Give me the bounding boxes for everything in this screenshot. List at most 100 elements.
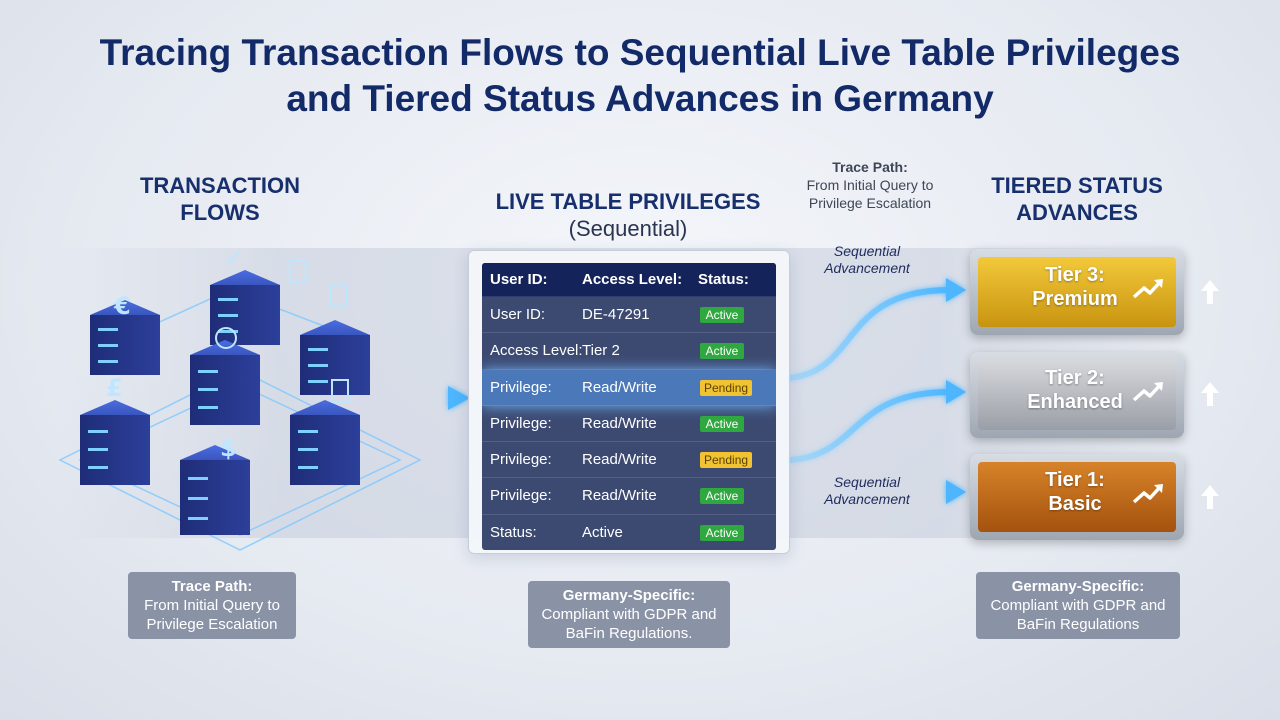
tier-3-line-1: Tier 3: xyxy=(1045,264,1105,286)
row-value: Read/Write xyxy=(582,487,657,505)
row-value: Read/Write xyxy=(582,414,657,432)
shield-check-icon xyxy=(215,327,237,349)
tiered-status-heading-line-2: ADVANCES xyxy=(1016,200,1138,225)
status-badge: Active xyxy=(700,488,744,505)
up-arrow-icon xyxy=(1201,485,1219,509)
tier-1-line-2: Basic xyxy=(1048,493,1102,515)
server-stack-1 xyxy=(90,300,160,375)
right-caption-line-2: BaFin Regulations xyxy=(1016,616,1140,633)
tier-2-label: Tier 2: Enhanced xyxy=(1000,366,1150,414)
row-field: Privilege: xyxy=(490,414,552,432)
table-header-row: User ID: Access Level: Status: xyxy=(482,263,776,297)
status-badge: Active xyxy=(700,343,744,360)
status-badge: Active xyxy=(700,415,744,432)
dollar-icon: $ xyxy=(220,434,237,462)
row-field: Privilege: xyxy=(490,451,552,469)
tier-1-label: Tier 1: Basic xyxy=(1000,468,1150,516)
transaction-flows-heading: TRANSACTION FLOWS xyxy=(110,172,330,226)
transaction-flows-heading-line-2: FLOWS xyxy=(180,200,260,225)
tier-2-line-1: Tier 2: xyxy=(1045,367,1105,389)
seq-bottom-line-2: Advancement xyxy=(824,491,910,507)
tier-3-card[interactable]: Tier 3: Premium xyxy=(970,249,1184,335)
row-field: Privilege: xyxy=(490,487,552,505)
server-stack-3 xyxy=(300,320,370,395)
live-table-privileges-heading: LIVE TABLE PRIVILEGES (Sequential) xyxy=(468,188,788,242)
left-caption-line-2: Privilege Escalation xyxy=(146,616,278,633)
trend-up-icon xyxy=(1132,484,1163,504)
seq-bottom-line-1: Sequential xyxy=(833,474,901,490)
row-field: Status: xyxy=(490,523,537,541)
status-badge: Active xyxy=(700,307,744,323)
tiered-status-heading-line-1: TIERED STATUS xyxy=(991,173,1163,198)
tier-1-card[interactable]: Tier 1: Basic xyxy=(970,454,1184,540)
document-icon-3 xyxy=(331,379,349,403)
row-value: Read/Write xyxy=(582,451,657,469)
tier-3-label: Tier 3: Premium xyxy=(1000,263,1150,311)
title-line-1: Tracing Transaction Flows to Sequential … xyxy=(99,32,1181,73)
table-row-highlighted[interactable]: Privilege: Read/Write Pending xyxy=(482,369,776,406)
middle-caption-line-2: BaFin Regulations. xyxy=(565,625,693,642)
status-badge: Active xyxy=(700,524,744,541)
middle-caption-line-1: Compliant with GDPR and xyxy=(541,606,717,623)
server-stack-2 xyxy=(210,270,280,345)
trace-path-line-2: Privilege Escalation xyxy=(808,195,932,211)
tier-3-line-2: Premium xyxy=(1032,288,1118,310)
page-title: Tracing Transaction Flows to Sequential … xyxy=(0,30,1280,122)
table-row[interactable]: Access Level: Tier 2 Active xyxy=(482,333,776,370)
table-row[interactable]: Status: Active Active xyxy=(482,515,776,550)
up-arrow-icon xyxy=(1201,280,1219,304)
arrowhead-mid xyxy=(946,380,966,404)
row-value: Tier 2 xyxy=(582,342,620,360)
trace-path-label: Trace Path: From Initial Query to Privil… xyxy=(790,158,950,212)
row-value: Active xyxy=(582,523,623,541)
right-caption-title: Germany-Specific: xyxy=(1011,578,1145,595)
row-value: DE-47291 xyxy=(582,306,650,323)
trend-up-icon xyxy=(1132,382,1163,402)
header-access-level: Access Level: xyxy=(582,271,683,288)
right-caption: Germany-Specific: Compliant with GDPR an… xyxy=(976,572,1180,639)
flow-curve-mid xyxy=(787,389,953,463)
middle-caption: Germany-Specific: Compliant with GDPR an… xyxy=(528,581,730,648)
up-arrow-icon xyxy=(1201,382,1219,406)
left-caption: Trace Path: From Initial Query to Privil… xyxy=(128,572,296,639)
arrowhead-top xyxy=(946,278,966,302)
document-icon-2 xyxy=(329,284,347,308)
tier-1-line-1: Tier 1: xyxy=(1045,469,1105,491)
transaction-flows-heading-line-1: TRANSACTION xyxy=(139,173,301,198)
server-cluster: € £ $ ✓ xyxy=(58,244,422,551)
seq-top-line-2: Advancement xyxy=(824,260,910,276)
tier-2-line-2: Enhanced xyxy=(1027,391,1123,413)
document-icon xyxy=(289,259,307,283)
check-icon: ✓ xyxy=(224,244,244,272)
server-stack-7 xyxy=(180,445,250,535)
euro-icon: € xyxy=(113,292,131,320)
table-row[interactable]: Privilege: Read/Write Active xyxy=(482,478,776,515)
middle-caption-title: Germany-Specific: xyxy=(562,587,696,604)
tier-1-face xyxy=(978,462,1176,532)
arrowhead-bottom xyxy=(946,480,966,504)
tier-2-face xyxy=(978,360,1176,430)
table-row[interactable]: Privilege: Read/Write Active xyxy=(482,406,776,443)
row-value: Read/Write xyxy=(582,378,657,396)
row-field: Privilege: xyxy=(490,378,552,396)
tier-2-card[interactable]: Tier 2: Enhanced xyxy=(970,352,1184,438)
title-line-2: and Tiered Status Advances in Germany xyxy=(286,78,994,119)
status-badge: Pending xyxy=(700,452,753,469)
live-table-subheading: (Sequential) xyxy=(568,216,688,241)
table-row[interactable]: User ID: DE-47291 Active xyxy=(482,297,776,334)
trace-path-line-1: From Initial Query to xyxy=(806,177,934,193)
right-caption-line-1: Compliant with GDPR and xyxy=(990,597,1166,614)
left-caption-title: Trace Path: xyxy=(171,578,253,595)
sequential-advancement-label-top: Sequential Advancement xyxy=(812,243,922,277)
flow-curve-top xyxy=(787,287,953,381)
status-badge: Pending xyxy=(700,379,753,396)
tier-3-face xyxy=(978,257,1176,327)
sequential-advancement-label-bottom: Sequential Advancement xyxy=(812,474,922,508)
server-stack-4 xyxy=(190,340,260,425)
header-status: Status: xyxy=(698,271,749,288)
privileges-table: User ID: Access Level: Status: User ID: … xyxy=(482,263,776,551)
pound-icon: £ xyxy=(106,374,123,402)
left-caption-line-1: From Initial Query to xyxy=(144,597,280,614)
table-row[interactable]: Privilege: Read/Write Pending xyxy=(482,442,776,479)
row-field: Access Level: xyxy=(490,342,583,360)
